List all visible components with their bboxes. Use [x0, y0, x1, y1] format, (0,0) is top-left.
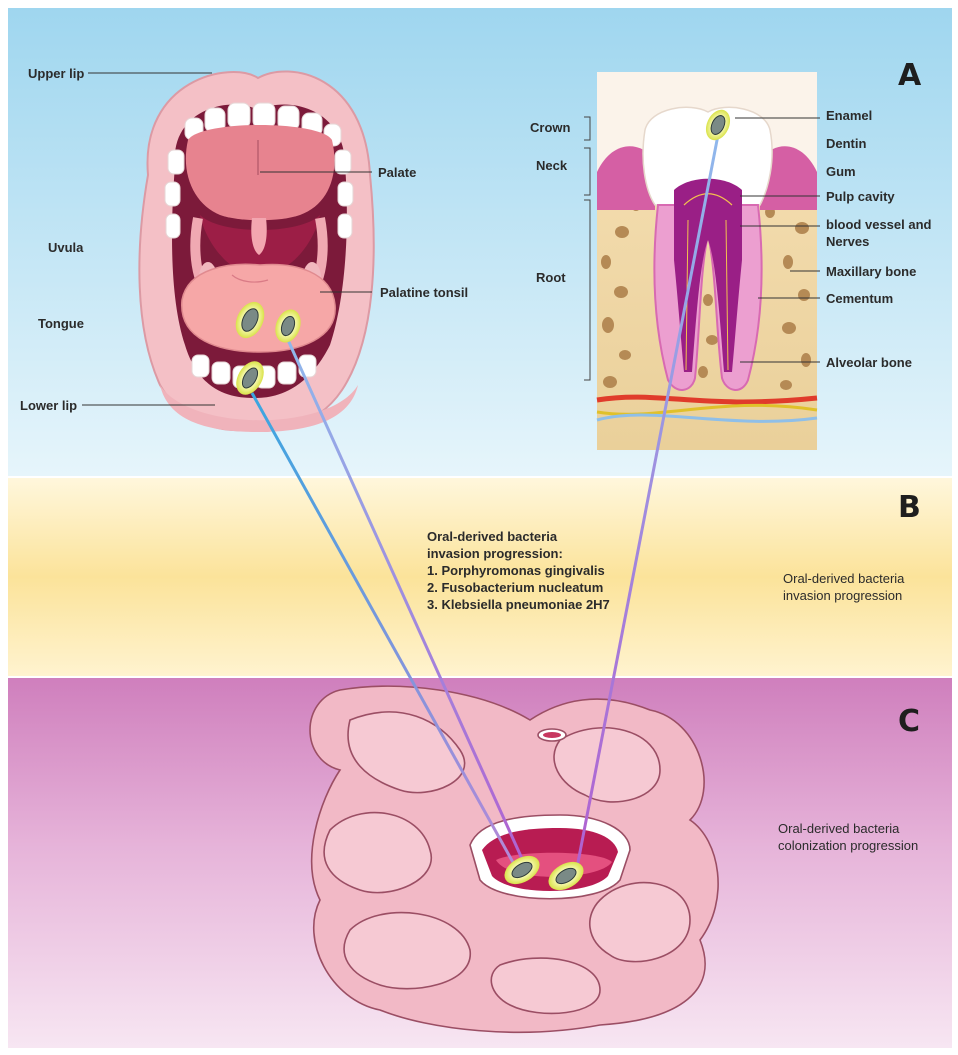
label-root: Root — [536, 270, 566, 286]
band-b-caption: Oral-derived bacteria invasion progressi… — [783, 570, 904, 604]
bacteria-item: 3. Klebsiella pneumoniae 2H7 — [427, 596, 610, 613]
label-palatine-tonsil: Palatine tonsil — [380, 285, 468, 301]
band-b-caption-line1: Oral-derived bacteria — [783, 570, 904, 587]
bacteria-item: 2. Fusobacterium nucleatum — [427, 579, 610, 596]
bacteria-list-title-line2: invasion progression: — [427, 545, 610, 562]
label-pulp-cavity: Pulp cavity — [826, 189, 895, 205]
label-enamel: Enamel — [826, 108, 872, 124]
label-blood-vessel-line1: blood vessel and — [826, 216, 931, 233]
intestine-illustration — [310, 686, 718, 1032]
band-b-caption-line2: invasion progression — [783, 587, 904, 604]
label-maxillary-bone: Maxillary bone — [826, 264, 916, 280]
bacteria-list-title-line1: Oral-derived bacteria — [427, 528, 610, 545]
band-c-caption: Oral-derived bacteria colonization progr… — [778, 820, 918, 854]
label-crown: Crown — [530, 120, 570, 136]
label-palate: Palate — [378, 165, 416, 181]
tooth-illustration — [584, 72, 817, 450]
label-cementum: Cementum — [826, 291, 893, 307]
label-lower-lip: Lower lip — [20, 398, 77, 414]
panel-label-b: B — [898, 490, 921, 525]
label-gum: Gum — [826, 164, 856, 180]
label-blood-vessel-nerves: blood vessel and Nerves — [826, 216, 931, 250]
label-tongue: Tongue — [38, 316, 84, 332]
label-blood-vessel-line2: Nerves — [826, 233, 931, 250]
label-neck: Neck — [536, 158, 567, 174]
label-alveolar-bone: Alveolar bone — [826, 355, 912, 371]
band-c-caption-line2: colonization progression — [778, 837, 918, 854]
panel-label-a: A — [898, 58, 921, 93]
bacteria-item: 1. Porphyromonas gingivalis — [427, 562, 610, 579]
label-upper-lip: Upper lip — [28, 66, 84, 82]
bacteria-list-block: Oral-derived bacteria invasion progressi… — [427, 528, 610, 613]
panel-label-c: C — [898, 704, 920, 739]
band-c-caption-line1: Oral-derived bacteria — [778, 820, 918, 837]
label-uvula: Uvula — [48, 240, 83, 256]
label-dentin: Dentin — [826, 136, 866, 152]
